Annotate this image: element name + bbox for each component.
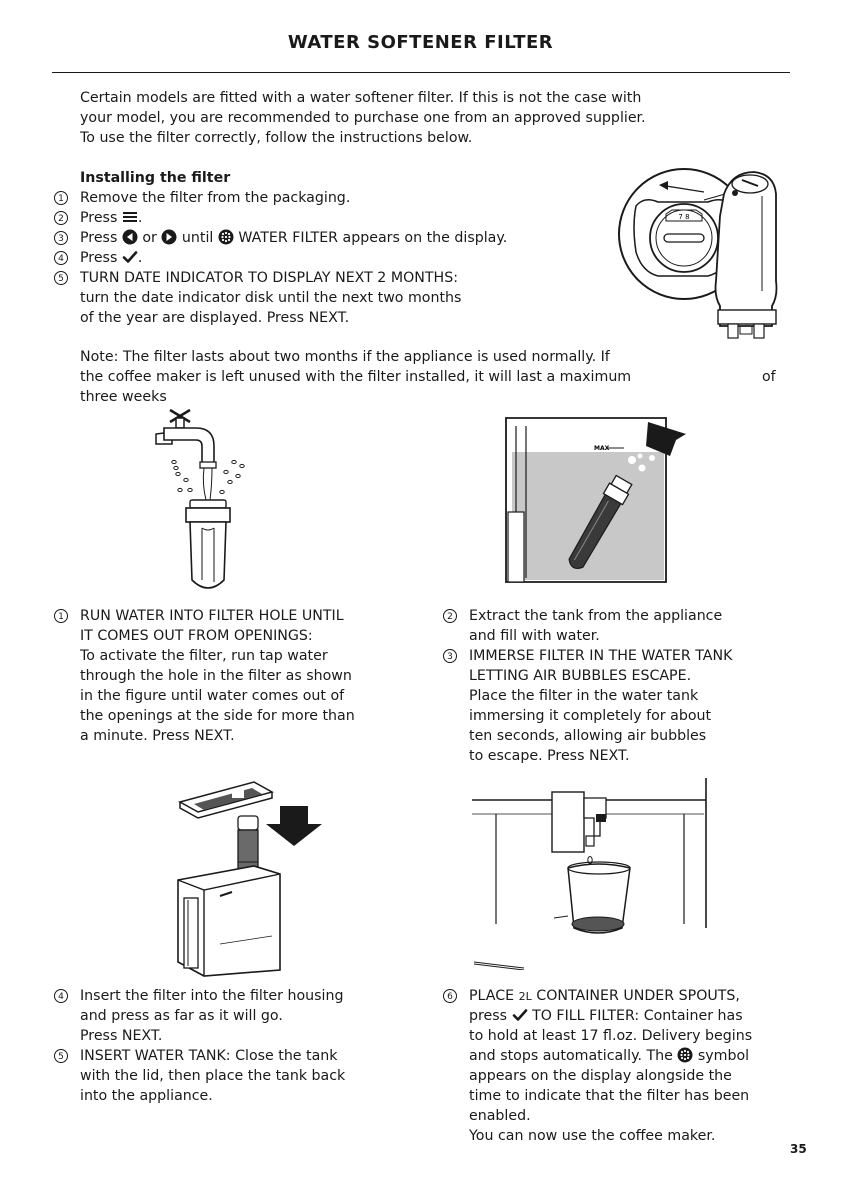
intro-paragraph: Certain models are fitted with a water s… [80,88,646,148]
instruction-3: IMMERSE FILTER IN THE WATER TANK LETTING… [469,648,733,764]
step-number: 5 [54,271,68,285]
filter-housing-insert-illustration [177,781,322,977]
step-number: 6 [443,989,457,1003]
dial-digits: 7 8 [678,213,689,221]
step-number: 3 [54,231,68,245]
intro-line: your model, you are recommended to purch… [80,110,646,126]
left-arrow-icon [122,229,138,245]
step-number: 4 [54,989,68,1003]
step-1-text: Remove the filter from the packaging. [80,190,351,206]
install-steps: Remove the filter from the packaging. Pr… [80,188,507,328]
check-icon [122,251,138,263]
note-line: three weeks [80,389,167,405]
step-2-text: Press . [80,210,143,226]
note-line: the coffee maker is left unused with the… [80,369,776,385]
right-arrow-icon [161,229,177,245]
instruction-5: INSERT WATER TANK: Close the tank with t… [80,1048,346,1104]
step-5-text: turn the date indicator disk until the n… [80,290,462,306]
note-line: Note: The filter lasts about two months … [80,349,610,365]
intro-line: Certain models are fitted with a water s… [80,90,642,106]
page-number: 35 [790,1142,807,1156]
step-number: 2 [443,609,457,623]
water-tank-immersion-illustration: MAX [505,417,686,583]
tank-max-label: MAX [594,445,610,452]
page-title: WATER SOFTENER FILTER [287,32,554,53]
filter-date-dial-illustration: 7 8 [618,168,778,339]
note-line-tail: of [762,369,776,385]
filter-icon [218,229,234,245]
instruction-4: Insert the filter into the filter housin… [80,988,344,1044]
step-3-text: Press or until WATER FILTER appears on t… [80,229,508,246]
intro-line: To use the filter correctly, follow the … [80,130,473,146]
step-number: 4 [54,251,68,265]
instruction-6: PLACE 2L CONTAINER UNDER SPOUTS, press T… [469,988,753,1144]
step-5-text: of the year are displayed. Press NEXT. [80,310,350,326]
step-number: 3 [443,649,457,663]
check-icon [512,1009,527,1021]
instruction-2: Extract the tank from the appliance and … [469,608,723,644]
note-paragraph: Note: The filter lasts about two months … [80,347,780,407]
step-number: 1 [54,191,68,205]
tap-water-filter-illustration [155,408,245,589]
menu-icon [122,212,137,222]
instruction-1: RUN WATER INTO FILTER HOLE UNTIL IT COME… [80,608,355,744]
step-4-text: Press . [80,250,143,266]
step-5-text: TURN DATE INDICATOR TO DISPLAY NEXT 2 MO… [80,270,458,286]
container-under-spouts-illustration [472,778,707,970]
filter-icon [677,1047,693,1063]
installing-heading: Installing the filter [80,170,231,186]
step-number: 5 [54,1049,68,1063]
title-divider [52,72,790,73]
step-number: 2 [54,211,68,225]
step-number: 1 [54,609,68,623]
